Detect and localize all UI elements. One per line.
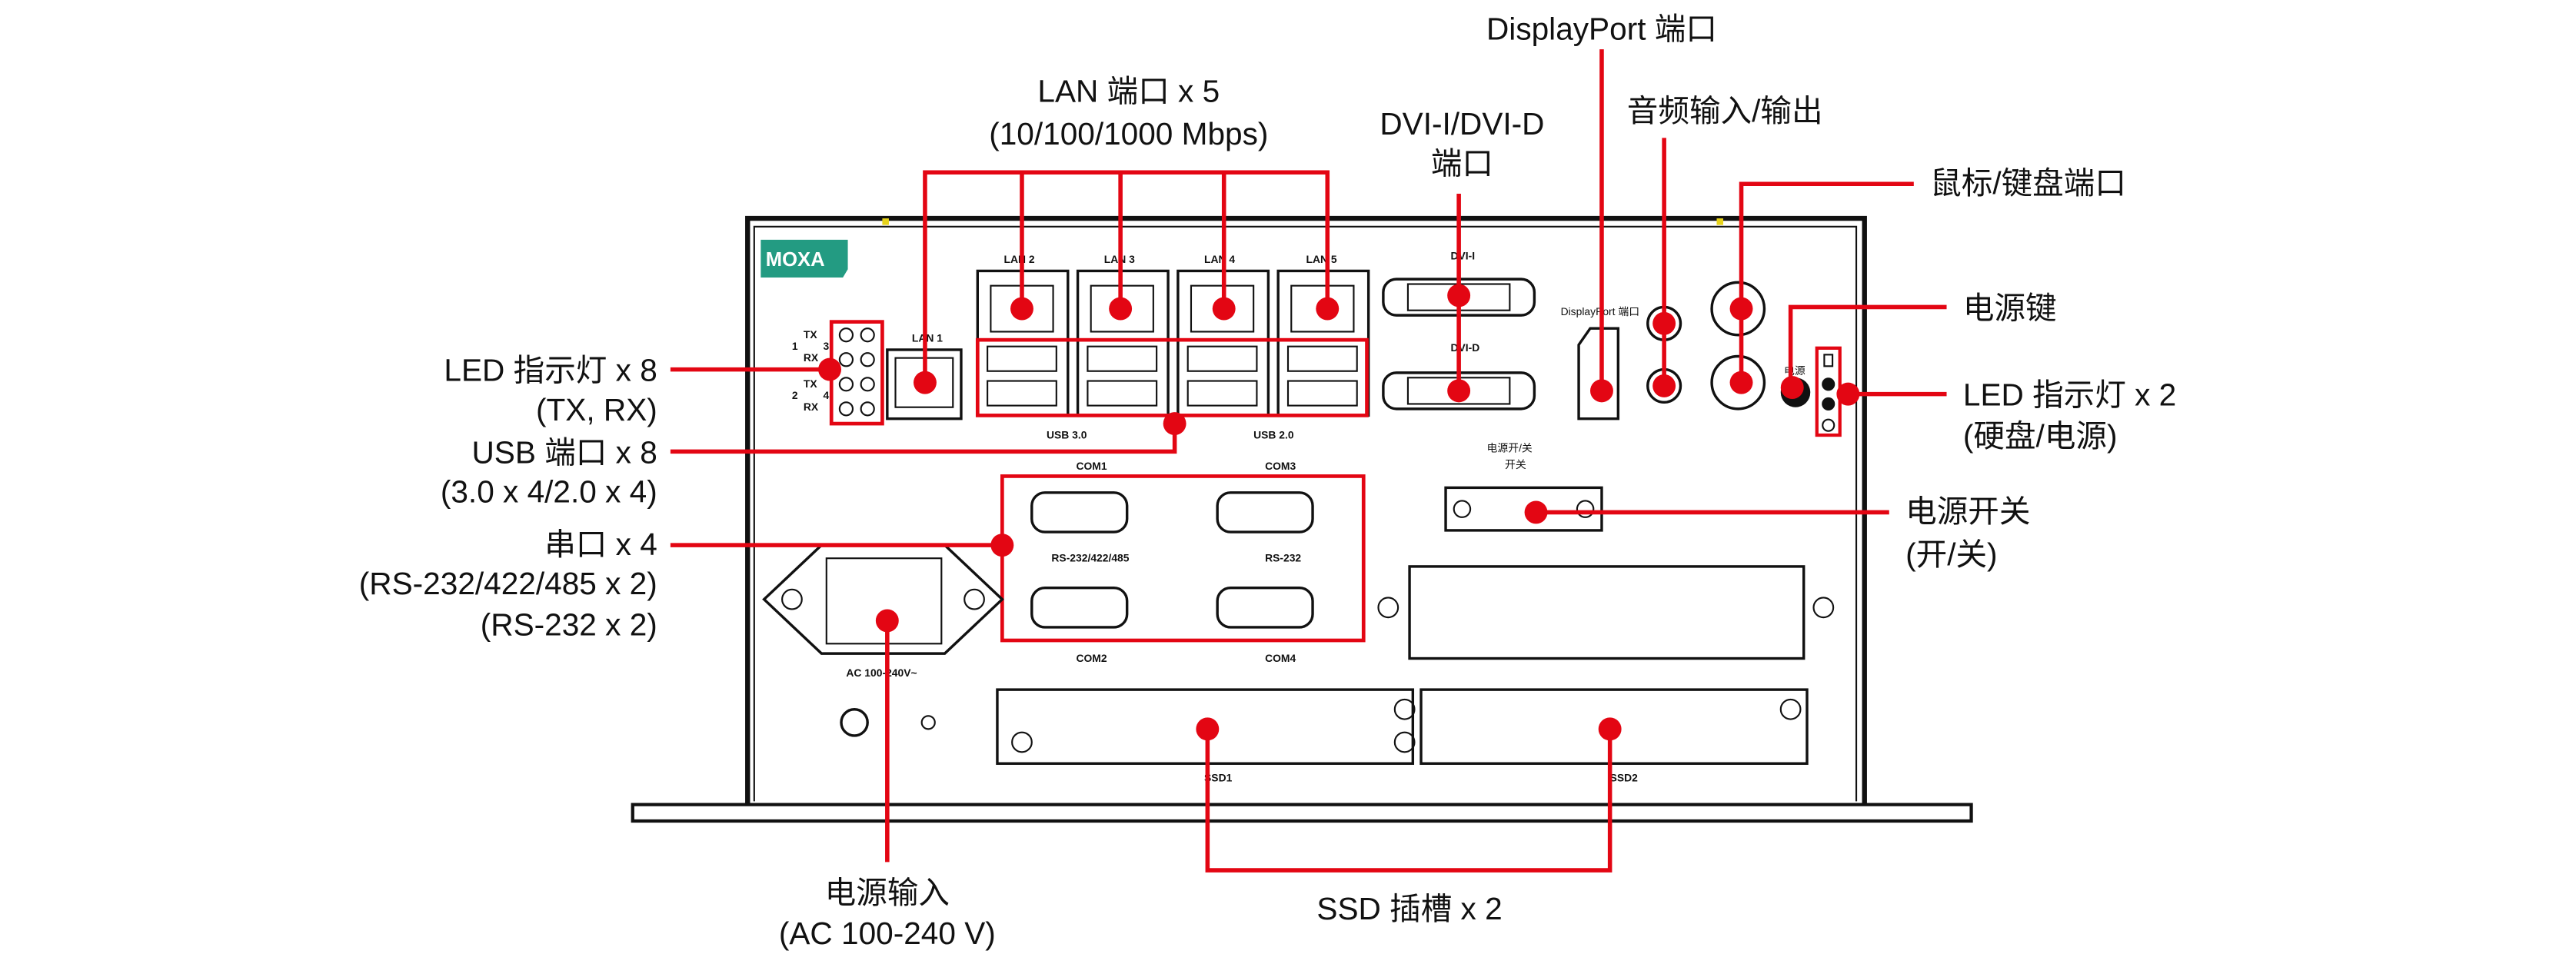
svg-text:LAN 1: LAN 1 xyxy=(912,331,943,344)
ssd-slots: SSD1 SSD2 xyxy=(996,688,1809,784)
label-power-input-sub: (AC 100-240 V) xyxy=(779,916,996,951)
label-led2-sub: (硬盘/电源) xyxy=(1963,418,2118,454)
label-audio: 音频输入/输出 xyxy=(1627,93,1823,128)
lan-usb-stack: LAN 2 LAN 3 LAN 4 LAN 5 USB 3.0 USB 2.0 xyxy=(975,253,1370,440)
svg-text:电源: 电源 xyxy=(1784,364,1806,377)
svg-text:DVI-I: DVI-I xyxy=(1450,249,1475,261)
svg-text:SSD2: SSD2 xyxy=(1610,772,1639,784)
label-led8-sub: (TX, RX) xyxy=(536,392,657,427)
svg-text:TX: TX xyxy=(804,377,817,390)
svg-text:COM2: COM2 xyxy=(1076,652,1107,664)
label-dvi: DVI-I/DVI-D xyxy=(1380,106,1544,141)
serial-ports: COM1 COM3 RS-232/422/485 RS-232 COM2 COM… xyxy=(1000,460,1366,664)
label-displayport: DisplayPort 端口 xyxy=(1486,11,1717,46)
label-power-switch: 电源开关 xyxy=(1905,494,2030,529)
svg-text:LAN 4: LAN 4 xyxy=(1204,253,1235,265)
label-dvi-sub: 端口 xyxy=(1431,145,1493,181)
label-ps2: 鼠标/键盘端口 xyxy=(1930,165,2126,201)
svg-text:MOXA: MOXA xyxy=(766,249,825,271)
svg-text:4: 4 xyxy=(824,389,830,401)
svg-text:开关: 开关 xyxy=(1505,458,1526,470)
svg-text:AC 100-240V~: AC 100-240V~ xyxy=(846,666,917,679)
svg-text:COM4: COM4 xyxy=(1265,652,1296,664)
svg-text:电源开/关: 电源开/关 xyxy=(1486,441,1532,454)
svg-text:USB 2.0: USB 2.0 xyxy=(1253,428,1294,440)
label-power-button: 电源键 xyxy=(1963,290,2057,325)
svg-text:RS-232: RS-232 xyxy=(1265,552,1301,564)
label-led8: LED 指示灯 x 8 xyxy=(444,353,657,388)
label-led2: LED 指示灯 x 2 xyxy=(1963,377,2176,413)
label-serial-sub1: (RS-232/422/485 x 2) xyxy=(359,566,657,601)
expansion-slot xyxy=(1377,565,1835,660)
moxa-logo: MOXA xyxy=(760,239,848,278)
svg-text:1: 1 xyxy=(792,340,798,352)
svg-text:DVI-D: DVI-D xyxy=(1450,341,1479,354)
label-power-input: 电源输入 xyxy=(825,875,950,910)
callout-labels: DisplayPort 端口 LAN 端口 x 5 (10/100/1000 M… xyxy=(359,11,2176,951)
label-power-switch-sub: (开/关) xyxy=(1905,537,1997,572)
label-usb: USB 端口 x 8 xyxy=(472,434,657,470)
label-serial-sub2: (RS-232 x 2) xyxy=(481,607,657,643)
displayport-port: DisplayPort 端口 xyxy=(1561,305,1639,420)
svg-text:LAN 2: LAN 2 xyxy=(1003,253,1034,265)
svg-text:LAN 5: LAN 5 xyxy=(1306,253,1336,265)
label-lan: LAN 端口 x 5 xyxy=(1037,73,1220,108)
svg-text:SSD1: SSD1 xyxy=(1204,772,1233,784)
svg-text:3: 3 xyxy=(824,340,830,352)
callout-lines xyxy=(670,49,1947,873)
power-switch: 电源开/关 开关 xyxy=(1444,441,1603,532)
svg-text:COM3: COM3 xyxy=(1265,460,1296,472)
svg-text:2: 2 xyxy=(792,389,798,401)
svg-text:RX: RX xyxy=(804,401,819,413)
svg-text:COM1: COM1 xyxy=(1076,460,1107,472)
label-lan-speed: (10/100/1000 Mbps) xyxy=(989,116,1268,151)
svg-text:RS-232/422/485: RS-232/422/485 xyxy=(1051,552,1129,564)
ac-inlet: AC 100-240V~ xyxy=(762,543,1004,737)
svg-text:USB 3.0: USB 3.0 xyxy=(1047,428,1087,440)
label-serial: 串口 x 4 xyxy=(544,527,657,562)
label-usb-sub: (3.0 x 4/2.0 x 4) xyxy=(441,474,657,510)
svg-text:TX: TX xyxy=(804,328,817,341)
led-indicators-2 xyxy=(1815,346,1842,437)
label-ssd: SSD 插槽 x 2 xyxy=(1316,891,1502,926)
svg-text:RX: RX xyxy=(804,351,819,364)
